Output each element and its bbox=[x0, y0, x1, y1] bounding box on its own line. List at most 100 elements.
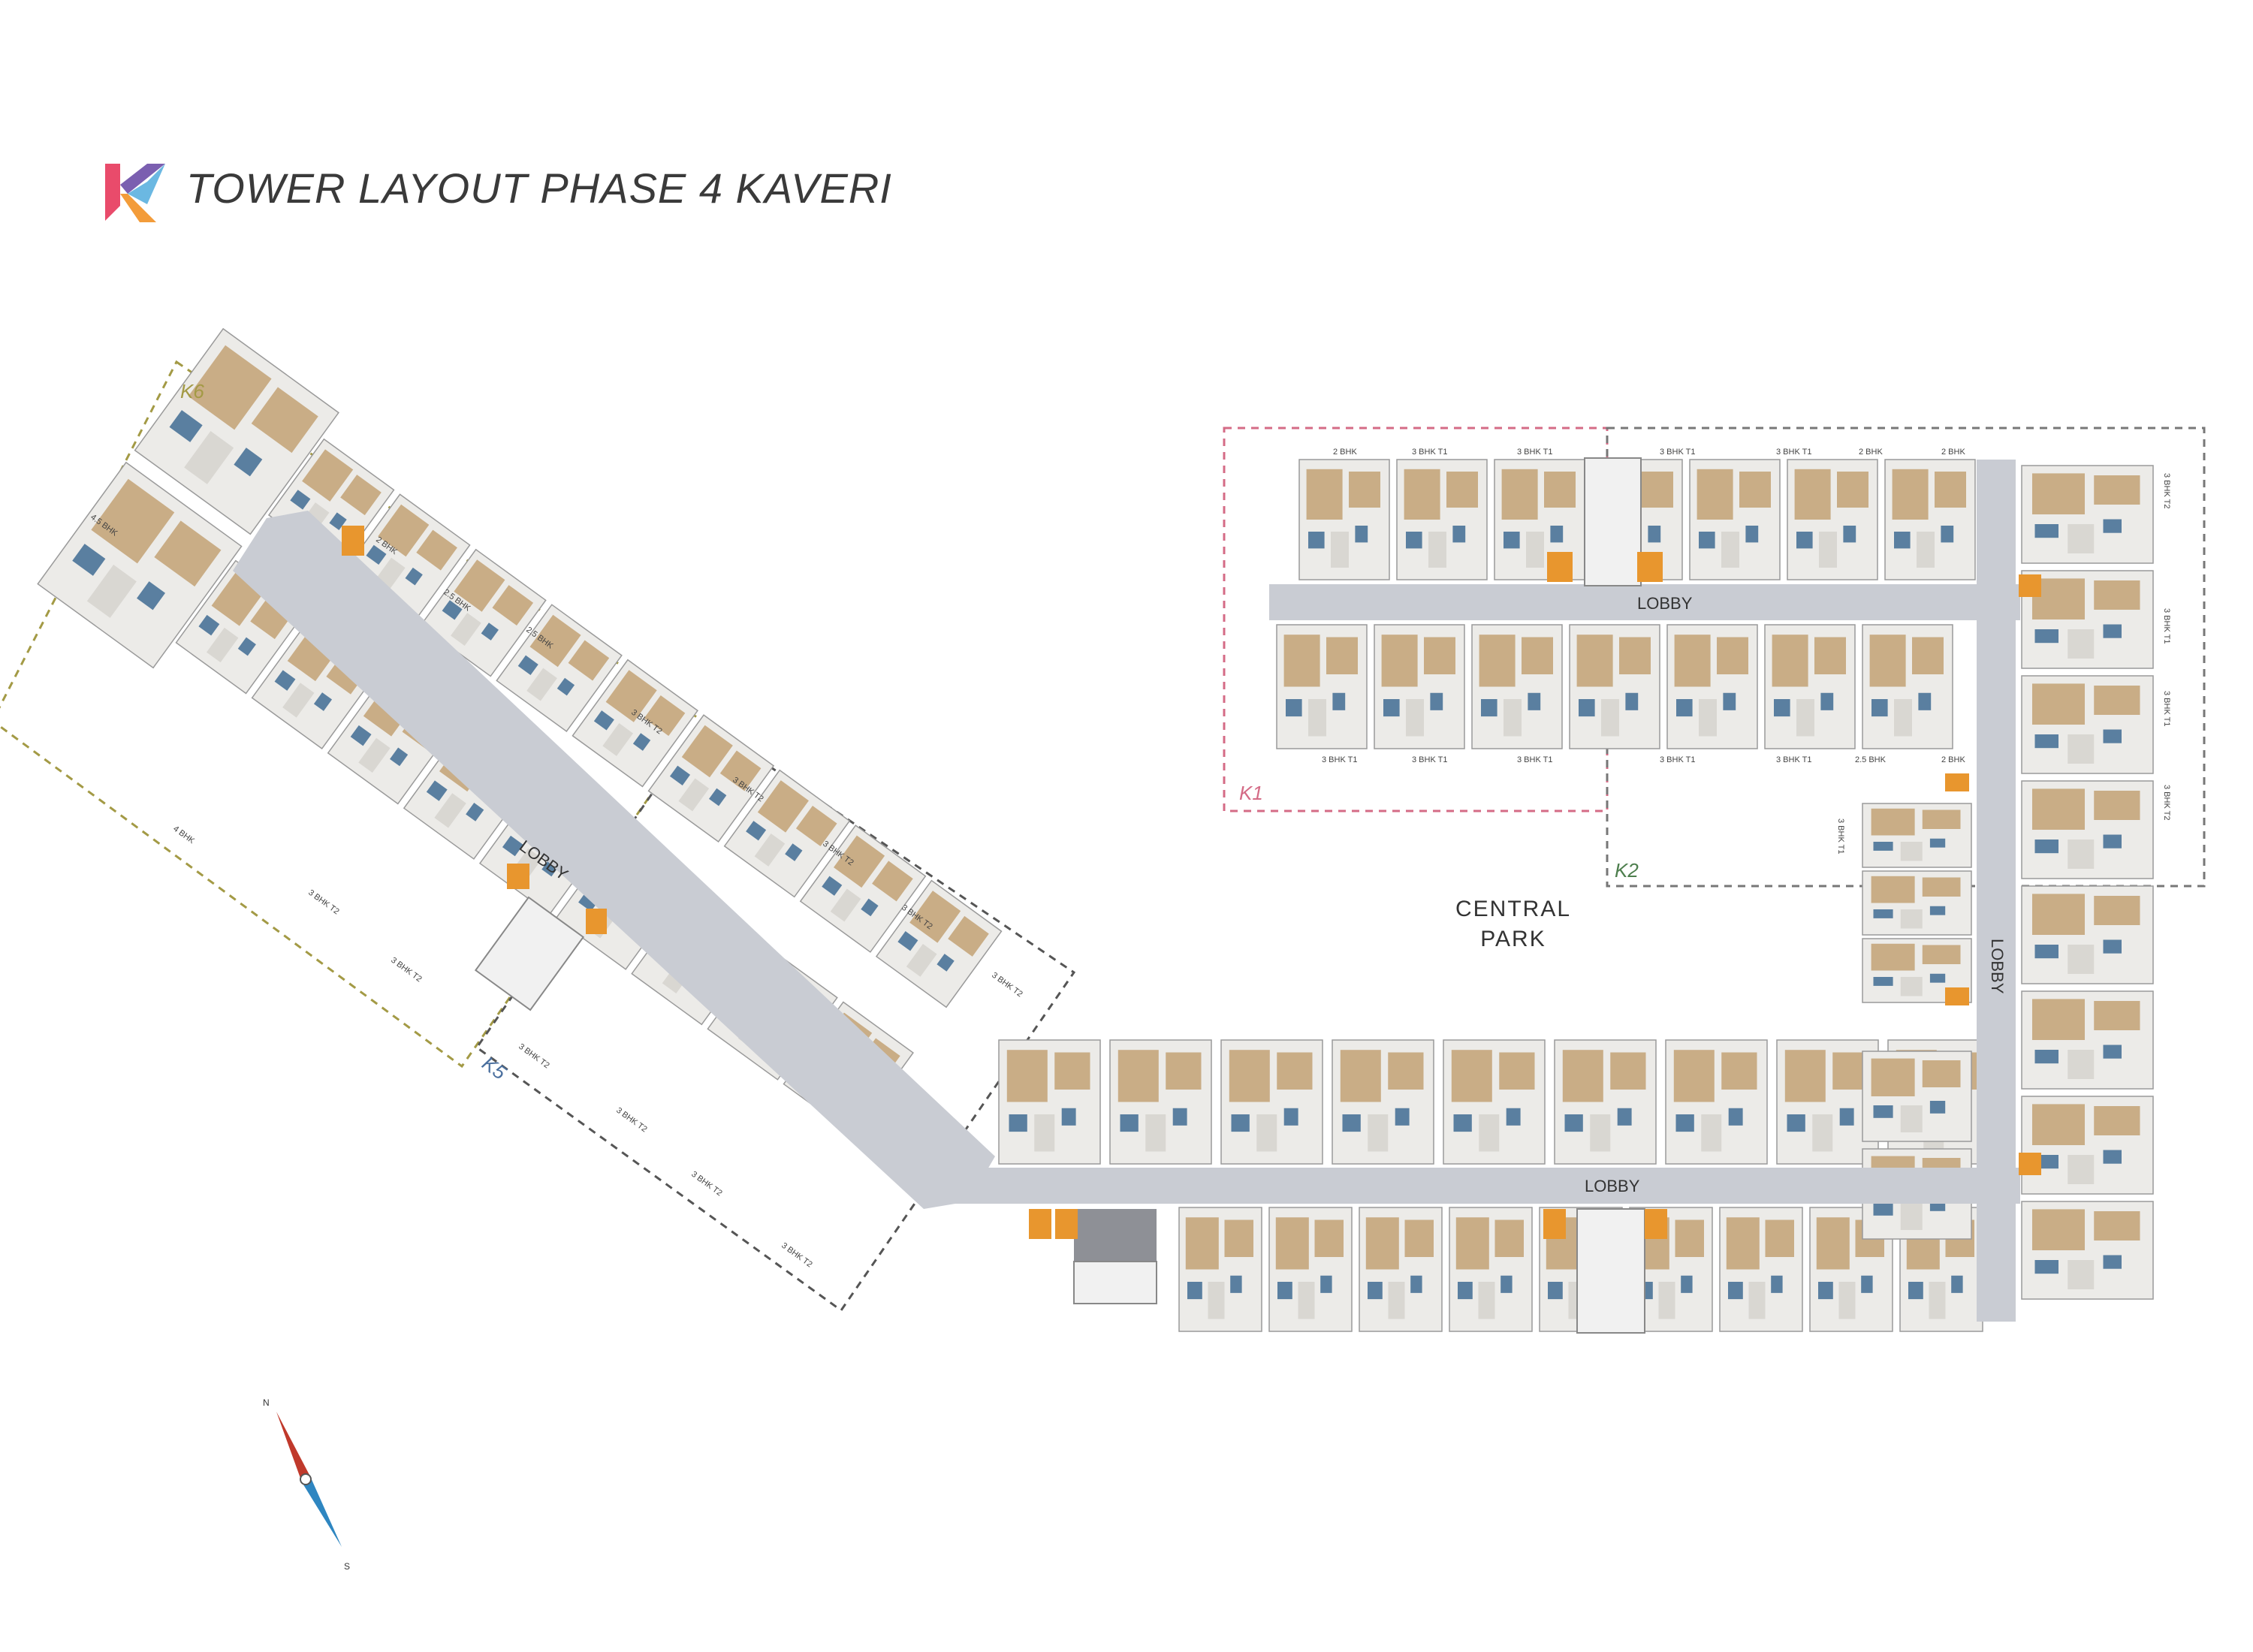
lift bbox=[1945, 773, 1969, 791]
tower-k5-outline bbox=[475, 719, 1076, 1313]
lift bbox=[1547, 552, 1573, 582]
lobby-label-right: LOBBY bbox=[1988, 939, 2007, 994]
unit-type-label: 2 BHK bbox=[1941, 448, 1965, 457]
apartment-unit bbox=[2021, 465, 2154, 564]
page-title: TOWER LAYOUT PHASE 4 KAVERI bbox=[186, 164, 892, 212]
unit-type-label: 3 BHK T1 bbox=[2162, 608, 2171, 644]
compass-north: N bbox=[263, 1397, 270, 1408]
apartment-unit bbox=[2021, 885, 2154, 984]
apartment-unit bbox=[1332, 1039, 1434, 1165]
apartment-unit bbox=[1665, 1039, 1768, 1165]
apartment-unit bbox=[1396, 459, 1488, 580]
lift bbox=[1543, 1209, 1566, 1239]
apartment-unit bbox=[799, 824, 927, 953]
lift bbox=[1637, 552, 1663, 582]
apartment-unit bbox=[134, 327, 339, 535]
tower-label-k6: K6 bbox=[180, 380, 204, 402]
apartment-unit bbox=[1764, 624, 1856, 749]
corridor-k6 bbox=[233, 511, 995, 1209]
unit-type-label: 2 BHK bbox=[1333, 448, 1357, 457]
core-top-mid bbox=[1584, 457, 1642, 586]
apartment-unit bbox=[1178, 1207, 1262, 1332]
lift bbox=[342, 526, 364, 556]
unit-type-label: 3 BHK T2 bbox=[306, 888, 340, 917]
apartment-unit bbox=[1220, 1039, 1323, 1165]
central-park-label: PARK bbox=[1480, 927, 1546, 951]
apartment-unit bbox=[2021, 990, 2154, 1090]
apartment-unit bbox=[1109, 1039, 1212, 1165]
unit-type-label: 3 BHK T2 bbox=[990, 971, 1024, 999]
apartment-unit bbox=[1276, 624, 1368, 749]
apartment-unit bbox=[723, 769, 851, 898]
unit-type-label: 3 BHK T2 bbox=[780, 1241, 813, 1270]
apartment-unit bbox=[420, 548, 547, 677]
apartment-unit bbox=[1884, 459, 1976, 580]
lobby-label-top: LOBBY bbox=[1637, 594, 1693, 613]
apartment-unit bbox=[1374, 624, 1465, 749]
lift bbox=[1645, 1209, 1667, 1239]
apartment-unit bbox=[572, 659, 699, 788]
corridor-bottom bbox=[931, 1168, 2020, 1204]
apartment-unit bbox=[1359, 1207, 1443, 1332]
lift bbox=[1055, 1209, 1078, 1239]
unit-type-label: 3 BHK T2 bbox=[2162, 785, 2171, 821]
apartment-unit bbox=[1471, 624, 1563, 749]
corridor-right bbox=[1977, 460, 2016, 1322]
apartment-unit bbox=[1554, 1039, 1657, 1165]
lift bbox=[2019, 574, 2041, 597]
lift bbox=[586, 909, 607, 934]
unit-type-label: 2 BHK bbox=[1859, 448, 1883, 457]
unit-type-label: 3 BHK T2 bbox=[517, 1042, 550, 1071]
apartment-unit bbox=[2021, 780, 2154, 879]
unit-type-label: 2 BHK bbox=[1941, 755, 1965, 764]
unit-type-label: 3 BHK T2 bbox=[389, 956, 423, 984]
unit-type-label: 3 BHK T1 bbox=[1776, 755, 1812, 764]
apartment-unit bbox=[647, 714, 775, 843]
apartment-unit bbox=[1569, 624, 1660, 749]
unit-type-label: 3 BHK T1 bbox=[1776, 448, 1812, 457]
tower-label-k5: K5 bbox=[478, 1052, 511, 1084]
corridors bbox=[233, 460, 2020, 1322]
lift bbox=[2019, 1153, 2041, 1175]
apartment-unit bbox=[2021, 570, 2154, 669]
apartment-unit bbox=[2021, 675, 2154, 774]
unit-type-label: 4 BHK bbox=[171, 824, 196, 846]
apartment-unit bbox=[1862, 624, 1953, 749]
cores bbox=[474, 457, 1645, 1334]
central-park-label: CENTRAL bbox=[1455, 897, 1571, 921]
corridor-top bbox=[1269, 584, 2020, 620]
lifts bbox=[342, 526, 2041, 1239]
apartment-unit bbox=[1719, 1207, 1803, 1332]
unit-type-label: 3 BHK T2 bbox=[2162, 473, 2171, 509]
k-logo-icon bbox=[102, 159, 170, 231]
unit-type-label: 3 BHK T1 bbox=[1660, 448, 1696, 457]
unit-type-label: 3 BHK T1 bbox=[1836, 818, 1845, 855]
apartment-unit bbox=[998, 1039, 1101, 1165]
apartment-unit bbox=[1862, 870, 1972, 936]
unit-type-label: 3 BHK T1 bbox=[1660, 755, 1696, 764]
tower-label-k2: K2 bbox=[1615, 859, 1639, 882]
unit-type-label: 3 BHK T2 bbox=[614, 1106, 648, 1135]
apartment-unit bbox=[496, 604, 623, 733]
apartment-unit bbox=[875, 879, 1003, 1008]
apartment-unit bbox=[1862, 803, 1972, 868]
apartment-unit bbox=[1689, 459, 1781, 580]
apartment-unit bbox=[1494, 459, 1585, 580]
tower-label-k1: K1 bbox=[1239, 782, 1263, 804]
apartment-unit bbox=[2021, 1096, 2154, 1195]
unit-type-label: 3 BHK T1 bbox=[1517, 448, 1553, 457]
apartment-unit bbox=[1666, 624, 1758, 749]
lift bbox=[507, 864, 529, 889]
apartment-unit bbox=[2021, 1201, 2154, 1300]
apartment-unit bbox=[1268, 1207, 1353, 1332]
apartment-unit bbox=[1443, 1039, 1546, 1165]
lobby-label-bottom: LOBBY bbox=[1585, 1177, 1640, 1195]
lift bbox=[1029, 1209, 1051, 1239]
apartment-unit bbox=[1787, 459, 1878, 580]
unit-type-label: 3 BHK T1 bbox=[1412, 448, 1448, 457]
compass-needle-icon: N S bbox=[263, 1397, 350, 1572]
lift bbox=[1945, 987, 1969, 1005]
apartment-unit bbox=[1298, 459, 1390, 580]
unit-type-label: 3 BHK T1 bbox=[1517, 755, 1553, 764]
